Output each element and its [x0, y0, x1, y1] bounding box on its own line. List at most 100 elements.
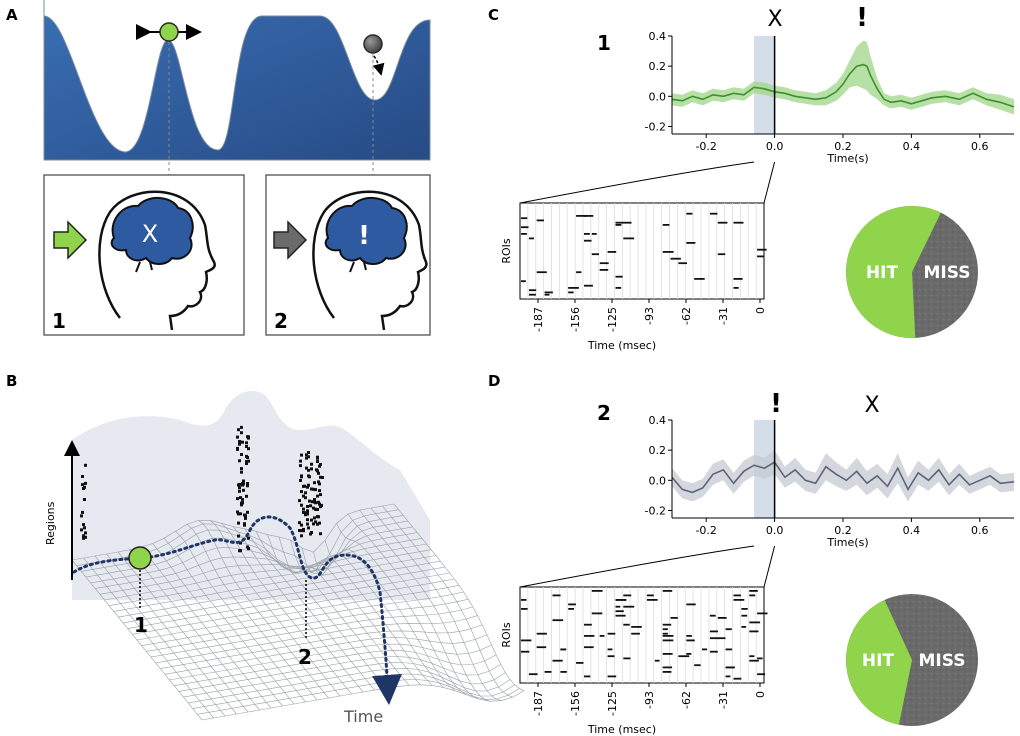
raster-tick: [240, 431, 243, 435]
grid-line: [201, 684, 525, 721]
roi-event: [576, 662, 584, 664]
grid-line: [136, 585, 460, 641]
pie-slice-hit: [846, 205, 941, 338]
raster-tick: [81, 475, 84, 478]
pie-label-hit: HIT: [862, 651, 895, 671]
raster-tick: [237, 512, 240, 516]
grid-line: [267, 534, 398, 687]
raster-tick: [309, 504, 312, 508]
raster-tick: [300, 453, 303, 457]
roi-event: [662, 671, 672, 673]
roi-event: [584, 646, 594, 649]
trajectory-path: [72, 515, 402, 705]
raster-tick: [83, 526, 86, 530]
roi-event: [662, 632, 668, 635]
grid-line: [347, 513, 479, 700]
raster-tick: [316, 522, 319, 526]
roi-event: [709, 614, 716, 617]
raster-tick: [240, 425, 243, 429]
roi-event: [749, 655, 755, 658]
pie-slice-hit: [846, 600, 912, 725]
raster-tick: [318, 489, 321, 493]
raster-tick: [307, 468, 310, 472]
raster-tick: [240, 453, 243, 456]
roi-event: [560, 671, 567, 673]
raster-tick-label: -187: [532, 307, 545, 332]
raster-tick: [246, 510, 249, 514]
state-box-1: X 1: [43, 174, 245, 336]
landscape-grid: [71, 503, 525, 721]
roi-event: [528, 237, 534, 240]
raster-tick: [319, 463, 322, 466]
raster-tick: [310, 467, 313, 471]
roi-event: [552, 594, 561, 597]
roi-event: [631, 626, 642, 628]
grid-line: [290, 539, 421, 685]
roi-event: [591, 233, 597, 235]
roi-event: [631, 632, 640, 635]
roi-event: [662, 224, 670, 226]
grid-line: [160, 624, 483, 669]
raster-tick: [309, 532, 312, 536]
roi-event: [702, 648, 708, 651]
roi-event: [725, 675, 731, 678]
raster-tick: [81, 510, 84, 514]
roi-event: [591, 590, 603, 592]
roi-event: [599, 635, 605, 637]
raster-tick: [299, 459, 302, 463]
raster-tick: [236, 510, 239, 514]
raster-tick: [236, 497, 239, 501]
raster-tick: [84, 535, 87, 539]
raster-tick: [241, 501, 244, 505]
raster-tick: [313, 481, 316, 485]
roi-event: [544, 291, 553, 294]
roi-event: [623, 605, 635, 608]
raster-tick: [300, 474, 303, 478]
raster-tick: [245, 445, 248, 448]
roi-event: [528, 289, 537, 292]
grid-line: [141, 591, 464, 646]
roi-event: [733, 594, 741, 597]
roi-event: [568, 608, 574, 610]
roi-event: [741, 614, 748, 617]
raster-tick: [247, 447, 250, 451]
raster-x-label: Time (msec): [587, 723, 656, 736]
raster-tick: [238, 440, 241, 443]
raster-tick: [300, 490, 303, 494]
roi-event: [757, 657, 763, 660]
roi-event: [662, 628, 668, 631]
raster-tick: [298, 521, 301, 525]
raster-tick: [244, 516, 247, 520]
grid-line: [150, 606, 473, 658]
roi-event: [521, 217, 528, 220]
raster-tick: [304, 513, 307, 517]
raster-tick: [236, 446, 239, 450]
roi-event: [607, 632, 616, 635]
y-tick-label: 0.0: [649, 474, 667, 487]
roi-event: [591, 612, 603, 615]
raster-tick-label: -125: [606, 691, 619, 716]
roi-event: [694, 278, 705, 280]
raster-y-label: ROIs: [500, 238, 513, 264]
raster-tick: [305, 456, 308, 460]
roi-event: [576, 215, 587, 217]
roi-event: [757, 255, 765, 258]
roi-event: [615, 275, 623, 278]
raster-tick: [84, 481, 87, 485]
roi-event: [709, 630, 718, 633]
descend-arrow: [372, 55, 385, 76]
raster-tick: [245, 441, 248, 445]
roi-event: [576, 271, 582, 274]
raster-tick: [239, 512, 242, 516]
roi-event: [686, 653, 692, 655]
roi-event: [749, 659, 759, 662]
raster-tick: [299, 529, 302, 533]
roi-event: [733, 599, 745, 601]
roi-event: [584, 623, 592, 626]
roi-event: [607, 655, 615, 658]
grid-line: [393, 503, 525, 692]
raster-tick: [247, 547, 250, 551]
